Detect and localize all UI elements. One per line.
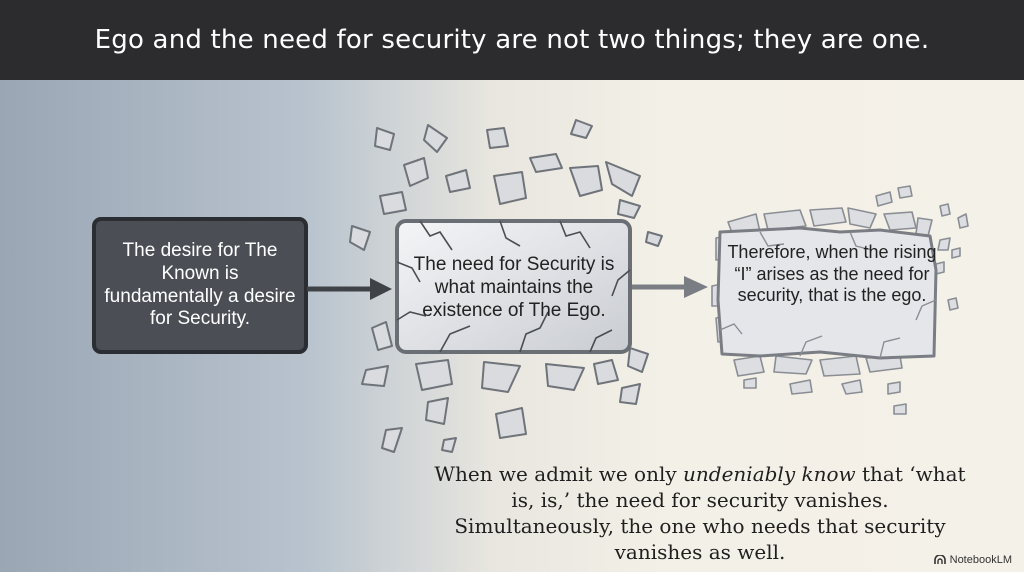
ego-box-text: Therefore, when the rising “I” arises as… (727, 242, 937, 306)
page-title: Ego and the need for security are not tw… (0, 0, 1024, 80)
arrow-1 (307, 278, 392, 300)
quote-part-2: that ‘what is, is,’ the need for securit… (454, 462, 966, 564)
security-box (395, 219, 632, 354)
quote-emphasis: undeniably know (683, 462, 856, 486)
ego-box (716, 226, 938, 360)
arrow-2 (632, 276, 708, 298)
quote-part-1: When we admit we only (434, 462, 684, 486)
known-box (92, 217, 308, 354)
quote-text: When we admit we only undeniably know th… (430, 461, 970, 565)
notebooklm-logo-icon (933, 555, 946, 564)
security-box-text: The need for Security is what maintains … (413, 254, 615, 321)
known-box-text: The desire for The Known is fundamentall… (104, 240, 296, 330)
shards-box-2 (349, 119, 663, 453)
cracks-box-2 (396, 220, 631, 353)
brand-name: NotebookLM (949, 554, 1012, 566)
brand-watermark: NotebookLM (933, 554, 1012, 566)
cracks-box-3 (719, 231, 937, 359)
